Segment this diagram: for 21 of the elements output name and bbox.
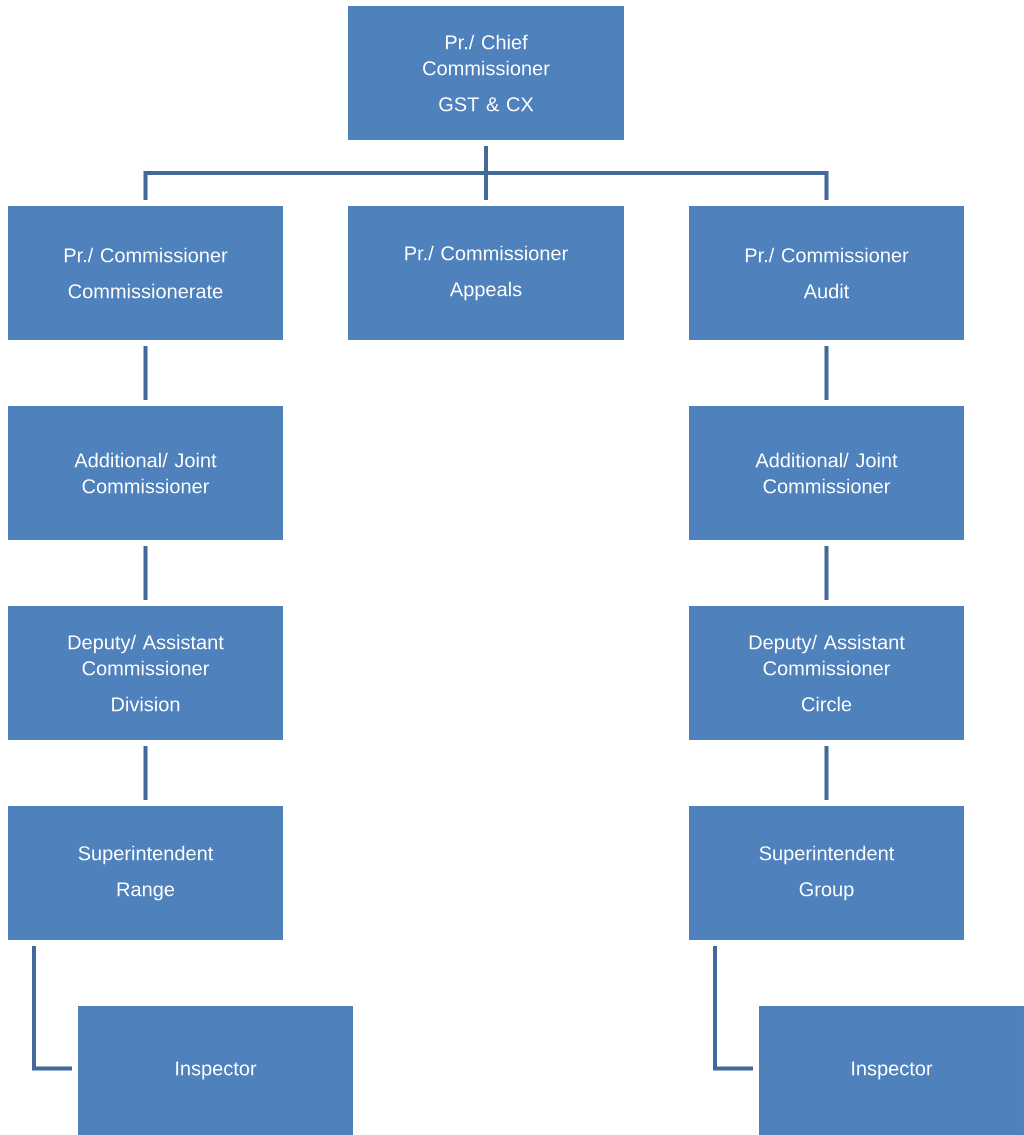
connector-line: [824, 346, 829, 400]
title-box: Additional/ Joint Commissioner: [689, 406, 964, 540]
connector-line: [143, 546, 148, 600]
title-box: Deputy/ Assistant Commissioner Division: [8, 606, 283, 740]
title-box: Pr./ Commissioner Audit: [689, 206, 964, 340]
title-box: Superintendent Range: [8, 806, 283, 940]
connector-line: [32, 946, 72, 1071]
connector-line: [824, 546, 829, 600]
title-box: Deputy/ Assistant Commissioner Circle: [689, 606, 964, 740]
connector-line: [824, 746, 829, 800]
title-box: Additional/ Joint Commissioner: [8, 406, 283, 540]
connector-line: [143, 346, 148, 400]
title-box: Superintendent Group: [689, 806, 964, 940]
title-box: Pr./ Commissioner Commissionerate: [8, 206, 283, 340]
title-box: Inspector: [759, 1006, 1024, 1135]
title-box: Inspector: [78, 1006, 353, 1135]
title-box: Pr./ Chief Commissioner GST & CX: [348, 6, 624, 140]
connector-line: [484, 146, 829, 200]
title-box: Pr./ Commissioner Appeals: [348, 206, 624, 340]
connector-line: [713, 946, 753, 1071]
connector-line: [143, 746, 148, 800]
